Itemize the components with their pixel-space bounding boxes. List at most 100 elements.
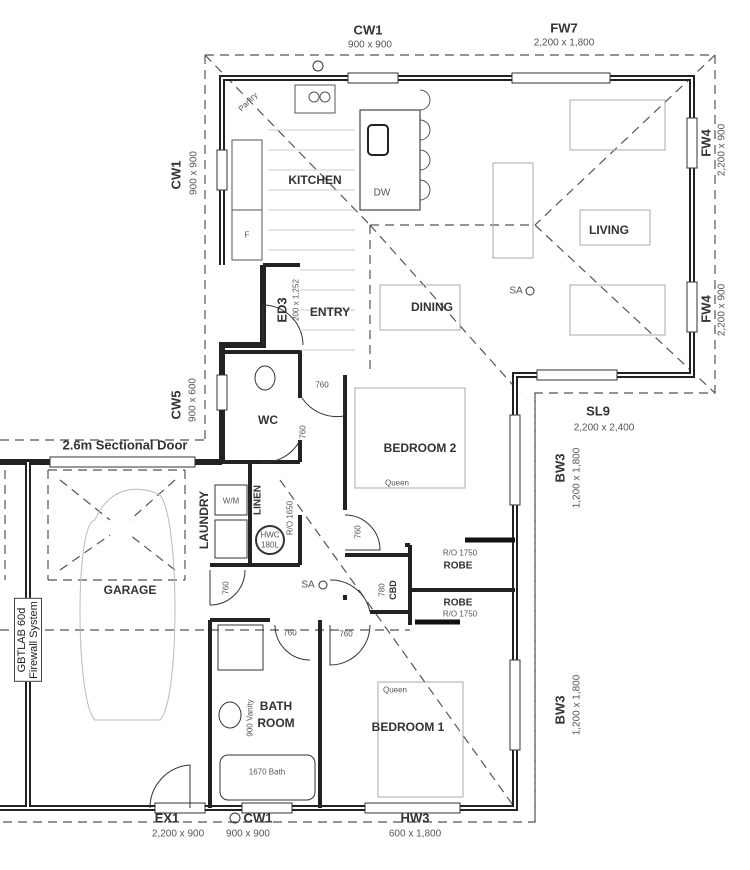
robe-shelves (415, 537, 515, 625)
linen-ro-label: R/O 1650 (285, 500, 295, 536)
laundry-tub (214, 519, 248, 559)
door-width-wc: 760 (298, 425, 308, 439)
sofa-lower (569, 284, 666, 336)
room-dining: DINING (411, 300, 453, 314)
window-code-bw3-lower: BW3 (552, 695, 568, 725)
window-size-cw1-left: 900 x 900 (188, 151, 200, 195)
window-size-fw4-upper: 2,200 x 900 (716, 123, 728, 177)
window-size-bw3-lower: 1,200 x 1,800 (571, 674, 583, 736)
window-bw3-lower (509, 659, 521, 751)
room-robe-upper: ROBE (443, 560, 473, 572)
fridge (231, 209, 263, 261)
fixtures (79, 60, 666, 824)
room-entry: ENTRY (309, 305, 351, 319)
window-bw3-upper (509, 414, 521, 506)
interior-walls (208, 263, 515, 808)
bench (231, 139, 263, 211)
sofa-upper (569, 99, 666, 151)
room-wc: WC (258, 413, 278, 427)
sectional-door (49, 456, 196, 468)
ottoman (492, 162, 534, 259)
door-ex1 (154, 802, 206, 814)
door-size-ed3: 200 x 1,252 (291, 279, 301, 321)
window-size-cw1-top: 900 x 900 (348, 39, 392, 51)
window-size-bw3-upper: 1,200 x 1,800 (571, 447, 583, 509)
bath-label: 1670 Bath (248, 767, 286, 777)
car-outline (79, 488, 176, 721)
window-code-cw1-bottom: CW1 (243, 810, 273, 826)
door-swing-bed1 (329, 624, 371, 666)
hwc-label-line1: HWC (260, 530, 280, 540)
room-living: LIVING (588, 223, 630, 237)
window-cw1-left (216, 149, 228, 191)
smoke-alarm-hall-label: SA (301, 579, 315, 591)
robe-lower-ro-label: R/O 1750 (442, 609, 478, 619)
fridge-label: F (244, 230, 250, 240)
firewall-label-line1: GBTLAB 60d (16, 607, 28, 673)
window-code-cw1-top: CW1 (353, 22, 383, 38)
sectional-door-label: 2.6m Sectional Door (62, 437, 188, 453)
room-cbd: CBD (388, 580, 398, 600)
washing-machine-label: W/M (222, 496, 240, 506)
window-cw1-bottom (241, 802, 293, 814)
window-code-fw4-upper: FW4 (698, 129, 714, 157)
window-code-sl9: SL9 (586, 403, 610, 419)
bed-2 (354, 387, 466, 489)
window-code-hw3: HW3 (400, 810, 430, 826)
room-laundry: LAUNDRY (197, 490, 211, 550)
window-size-cw5: 900 x 600 (187, 378, 199, 422)
window-cw5 (216, 374, 228, 411)
window-size-ex1: 2,200 x 900 (151, 828, 205, 840)
room-robe-lower: ROBE (443, 597, 473, 609)
door-code-ed3: ED3 (274, 297, 290, 323)
cooktop (294, 84, 336, 114)
door-swings (149, 304, 381, 809)
door-swing-wc-entry (301, 375, 345, 418)
window-size-cw1-bottom: 900 x 900 (226, 828, 270, 840)
window-sl9 (536, 369, 618, 381)
door-swing-bath (274, 624, 311, 661)
dishwasher-label: DW (373, 187, 391, 199)
room-bedroom-2: BEDROOM 2 (383, 441, 457, 455)
door-width-bath: 760 (283, 628, 297, 638)
door-swing-entry (262, 304, 304, 346)
door-width-bed1: 760 (339, 629, 353, 639)
window-code-cw5: CW5 (168, 390, 184, 420)
toilet (254, 365, 276, 391)
door-width-cbd: 780 (377, 583, 387, 597)
room-bedroom-1: BEDROOM 1 (371, 720, 445, 734)
firewall-label: GBTLAB 60d Firewall System (14, 598, 42, 682)
window-fw4-upper (686, 117, 698, 169)
window-code-fw4-lower: FW4 (698, 295, 714, 323)
kitchen-floor-hatch (268, 129, 355, 351)
firewall-label-line2: Firewall System (28, 601, 40, 679)
window-openings (49, 72, 698, 814)
window-code-fw7: FW7 (550, 20, 578, 36)
bed-2-size-label: Queen (384, 478, 410, 488)
door-width-wc-entry: 760 (315, 380, 329, 390)
room-garage: GARAGE (103, 583, 157, 597)
window-fw7 (511, 72, 611, 84)
door-swing-laundry (209, 569, 246, 606)
shower (217, 624, 264, 671)
sink (367, 124, 389, 156)
bed-1-size-label: Queen (382, 685, 408, 695)
island (359, 109, 421, 211)
bed-1 (377, 681, 464, 798)
roof-outline (0, 54, 716, 823)
window-code-cw1-left: CW1 (168, 160, 184, 190)
washing-machine (214, 484, 248, 516)
room-kitchen: KITCHEN (288, 173, 342, 187)
dining-table (379, 284, 461, 331)
room-bathroom-line1: BATH (259, 699, 293, 713)
window-size-fw7: 2,200 x 1,800 (533, 37, 595, 49)
hwc-label-line2: 180L (261, 540, 279, 550)
window-fw4-lower (686, 281, 698, 333)
window-code-ex1: EX1 (154, 810, 180, 826)
door-swing-cbd (329, 579, 371, 613)
stools (419, 89, 431, 201)
window-code-bw3-upper: BW3 (552, 453, 568, 483)
window-size-sl9: 2,200 x 2,400 (573, 422, 635, 434)
